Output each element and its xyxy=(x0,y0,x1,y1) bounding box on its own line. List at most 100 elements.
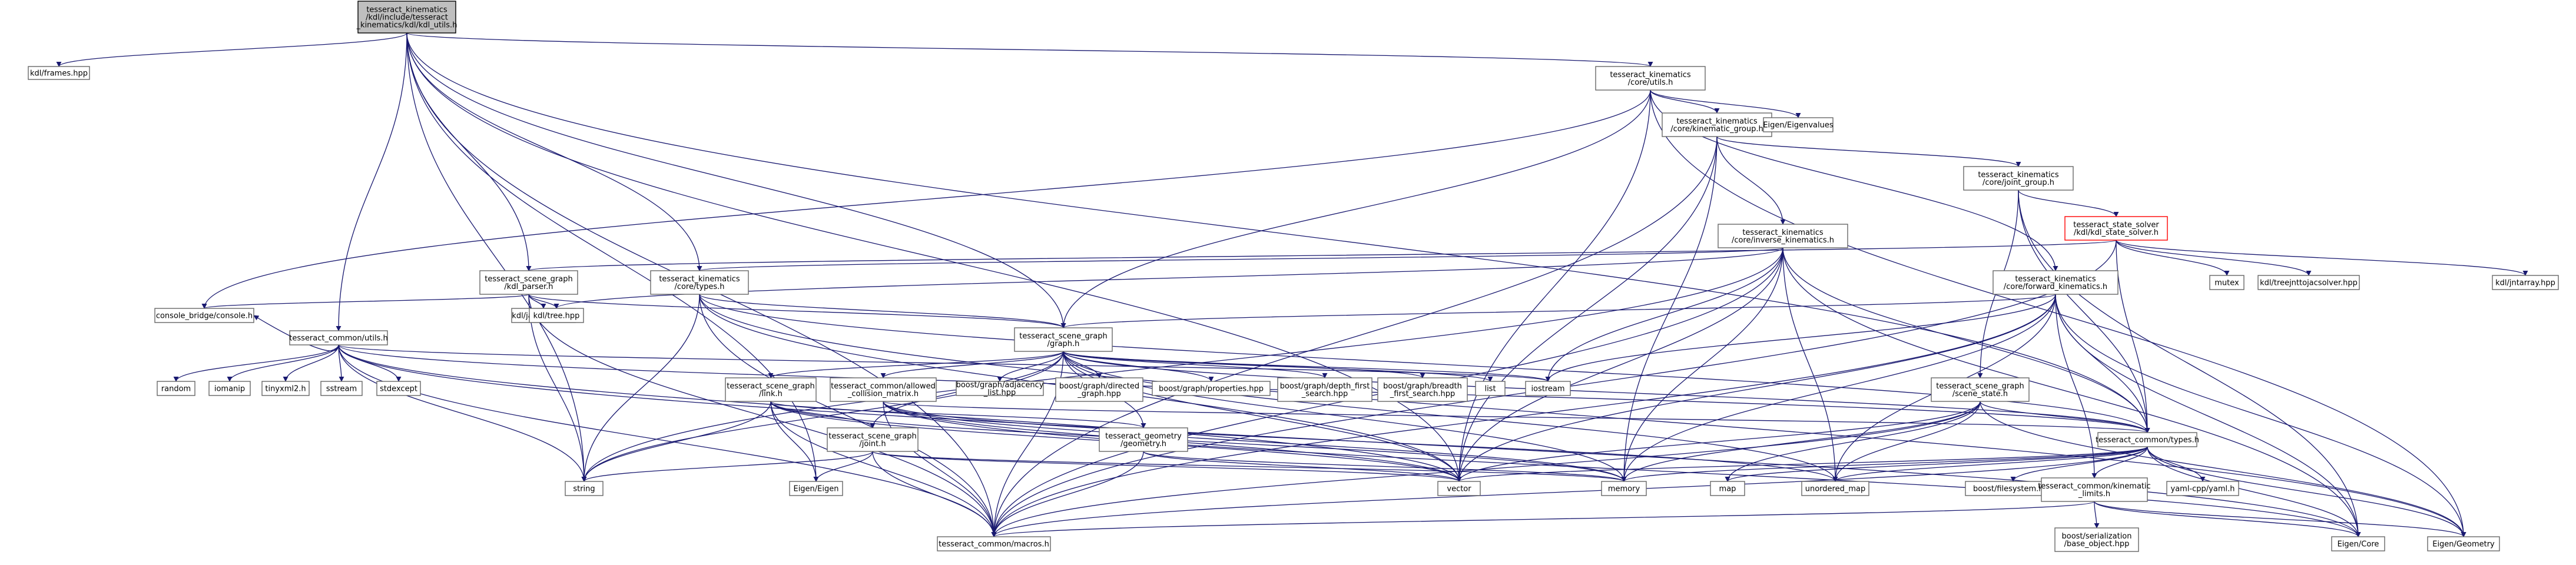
node-kdl-parser[interactable]: tesseract_scene_graph/kdl_parser.h xyxy=(479,270,578,295)
node-label: /graph.h xyxy=(1047,340,1080,348)
node-acm[interactable]: tesseract_common/allowed_collision_matri… xyxy=(830,377,937,402)
node-list[interactable]: list xyxy=(1475,381,1506,396)
edge-sg_joint-to-eigen_eigen xyxy=(813,451,873,482)
edge-root-to-eigen_eigen xyxy=(406,32,819,482)
node-label: boost/graph/breadth xyxy=(1383,382,1462,391)
node-sg-link[interactable]: tesseract_scene_graph/link.h xyxy=(725,377,817,402)
node-map[interactable]: map xyxy=(1710,481,1745,496)
node-box xyxy=(2331,536,2385,551)
edge-root-to-common_utils xyxy=(336,32,407,331)
node-box xyxy=(357,1,456,34)
node-jntarray[interactable]: kdl/jntarray.hpp xyxy=(2492,275,2559,290)
edge-sg_graph-to-acm xyxy=(880,351,1064,378)
node-fwd-kin[interactable]: tesseract_kinematics/core/forward_kinema… xyxy=(1992,270,2119,295)
node-string[interactable]: string xyxy=(565,481,604,496)
node-box xyxy=(28,66,90,80)
node-label: iostream xyxy=(1531,385,1564,394)
edge-sg_graph-to-common_types xyxy=(1063,351,2150,433)
edge-kdl_state_solver-to-mutex xyxy=(2116,240,2230,276)
node-iomanip[interactable]: iomanip xyxy=(208,381,251,396)
node-common-utils[interactable]: tesseract_common/utils.h xyxy=(289,330,388,345)
node-kin-group[interactable]: tesseract_kinematics/core/kinematic_grou… xyxy=(1662,112,1772,137)
node-box xyxy=(1099,427,1188,452)
node-root[interactable]: tesseract_kinematics/kdl/include/tessera… xyxy=(356,1,457,34)
node-stdexcept[interactable]: stdexcept xyxy=(376,381,421,396)
edge-common_types-to-kin_limits xyxy=(2091,446,2148,478)
node-label: boost/filesystem.hpp xyxy=(1973,485,2053,494)
node-box xyxy=(830,377,937,402)
edge-scene_state-to-vector xyxy=(1456,401,1981,482)
node-label: _first_search.hpp xyxy=(1390,390,1455,398)
node-eigen-eigen[interactable]: Eigen/Eigen xyxy=(789,481,843,496)
node-label: tesseract_scene_graph xyxy=(485,275,572,284)
edge-scene_state-to-common_types xyxy=(1980,401,2150,433)
node-box xyxy=(650,270,749,295)
node-box xyxy=(2064,216,2168,241)
node-core-types[interactable]: tesseract_kinematics/core/types.h xyxy=(650,270,749,295)
node-label: Eigen/Core xyxy=(2338,540,2379,549)
node-mutex[interactable]: mutex xyxy=(2209,275,2245,290)
edge-sg_joint-to-memory xyxy=(872,451,1627,482)
edge-sg_link-to-geometry xyxy=(770,401,1146,428)
node-common-types[interactable]: tesseract_common/types.h xyxy=(2096,432,2199,447)
node-label: tesseract_geometry xyxy=(1105,432,1182,441)
node-dfs[interactable]: boost/graph/depth_first_search.hpp xyxy=(1277,377,1372,402)
node-yaml[interactable]: yaml-cpp/yaml.h xyxy=(2166,481,2239,496)
edge-fwd_kin-to-kin_limits xyxy=(2055,294,2097,478)
node-label: /kdl_parser.h xyxy=(504,282,553,291)
node-memory[interactable]: memory xyxy=(1601,481,1647,496)
edge-kin_group-to-inv_kin xyxy=(1716,136,1786,225)
edge-scene_state-to-memory xyxy=(1621,401,1981,482)
node-unordered-map[interactable]: unordered_map xyxy=(1801,481,1869,496)
node-tree[interactable]: kdl/tree.hpp xyxy=(529,308,584,323)
edge-joint_group-to-kdl_state_solver xyxy=(2018,190,2119,217)
edge-core_utils-to-eigen_geometry xyxy=(1650,89,2466,537)
node-directed-graph[interactable]: boost/graph/directed_graph.hpp xyxy=(1055,377,1143,402)
node-sg-joint[interactable]: tesseract_scene_graph/joint.h xyxy=(827,427,919,452)
node-label: tesseract_kinematics xyxy=(659,275,740,284)
node-label: tesseract_common/kinematic xyxy=(2038,482,2151,491)
node-sg-graph[interactable]: tesseract_scene_graph/graph.h xyxy=(1014,327,1113,352)
node-macros[interactable]: tesseract_common/macros.h xyxy=(937,536,1051,551)
node-label: stdexcept xyxy=(380,385,417,394)
node-kin-limits[interactable]: tesseract_common/kinematic_limits.h xyxy=(2038,477,2151,502)
node-eigen-values[interactable]: Eigen/Eigenvalues xyxy=(1763,117,1834,132)
node-box xyxy=(1377,377,1468,402)
node-core-utils[interactable]: tesseract_kinematics/core/utils.h xyxy=(1595,66,1706,91)
node-kdl-frames[interactable]: kdl/frames.hpp xyxy=(28,66,90,80)
edge-core_utils-to-console xyxy=(201,89,1651,309)
node-scene-state[interactable]: tesseract_scene_graph/scene_state.h xyxy=(1931,377,2030,402)
node-box xyxy=(1601,481,1647,496)
edge-fwd_kin-to-memory xyxy=(1621,294,2056,482)
edge-fwd_kin-to-common_types xyxy=(2055,294,2150,433)
node-inv-kin[interactable]: tesseract_kinematics/core/inverse_kinema… xyxy=(1718,224,1848,248)
node-label: memory xyxy=(1608,485,1640,494)
node-vector[interactable]: vector xyxy=(1437,481,1481,496)
node-console[interactable]: console_bridge/console.h xyxy=(154,308,254,323)
node-properties[interactable]: boost/graph/properties.hpp xyxy=(1152,381,1271,396)
node-tinyxml2[interactable]: tinyxml2.h xyxy=(261,381,310,396)
node-treejnt[interactable]: kdl/treejnttojacsolver.hpp xyxy=(2257,275,2360,290)
edge-inv_kin-to-iostream xyxy=(1545,247,1783,382)
node-label: /core/forward_kinematics.h xyxy=(2004,282,2107,291)
node-random[interactable]: random xyxy=(157,381,195,396)
node-eigen-core[interactable]: Eigen/Core xyxy=(2331,536,2385,551)
node-box xyxy=(1475,381,1506,396)
edge-core_utils-to-eigen_values xyxy=(1650,89,1801,118)
node-iostream[interactable]: iostream xyxy=(1525,381,1571,396)
node-kdl-state-solver[interactable]: tesseract_state_solver/kdl/kdl_state_sol… xyxy=(2064,216,2168,241)
node-joint-group[interactable]: tesseract_kinematics/core/joint_group.h xyxy=(1963,166,2074,191)
node-bfs[interactable]: boost/graph/breadth_first_search.hpp xyxy=(1377,377,1468,402)
node-eigen-geometry[interactable]: Eigen/Geometry xyxy=(2427,536,2500,551)
node-adj-list[interactable]: boost/graph/adjacency_list.hpp xyxy=(956,381,1044,397)
edge-common_utils-to-tinyxml2 xyxy=(283,344,339,382)
node-boost-ser[interactable]: boost/serialization/base_object.hpp xyxy=(2054,527,2139,552)
node-label: vector xyxy=(1447,485,1471,494)
node-label: tesseract_state_solver xyxy=(2073,221,2159,230)
edge-fwd_kin-to-iostream xyxy=(1545,294,2056,382)
node-sstream[interactable]: sstream xyxy=(320,381,363,396)
node-geometry[interactable]: tesseract_geometry/geometry.h xyxy=(1099,427,1188,452)
node-label: unordered_map xyxy=(1805,485,1866,494)
edge-acm-to-eigen_core xyxy=(883,401,2361,537)
